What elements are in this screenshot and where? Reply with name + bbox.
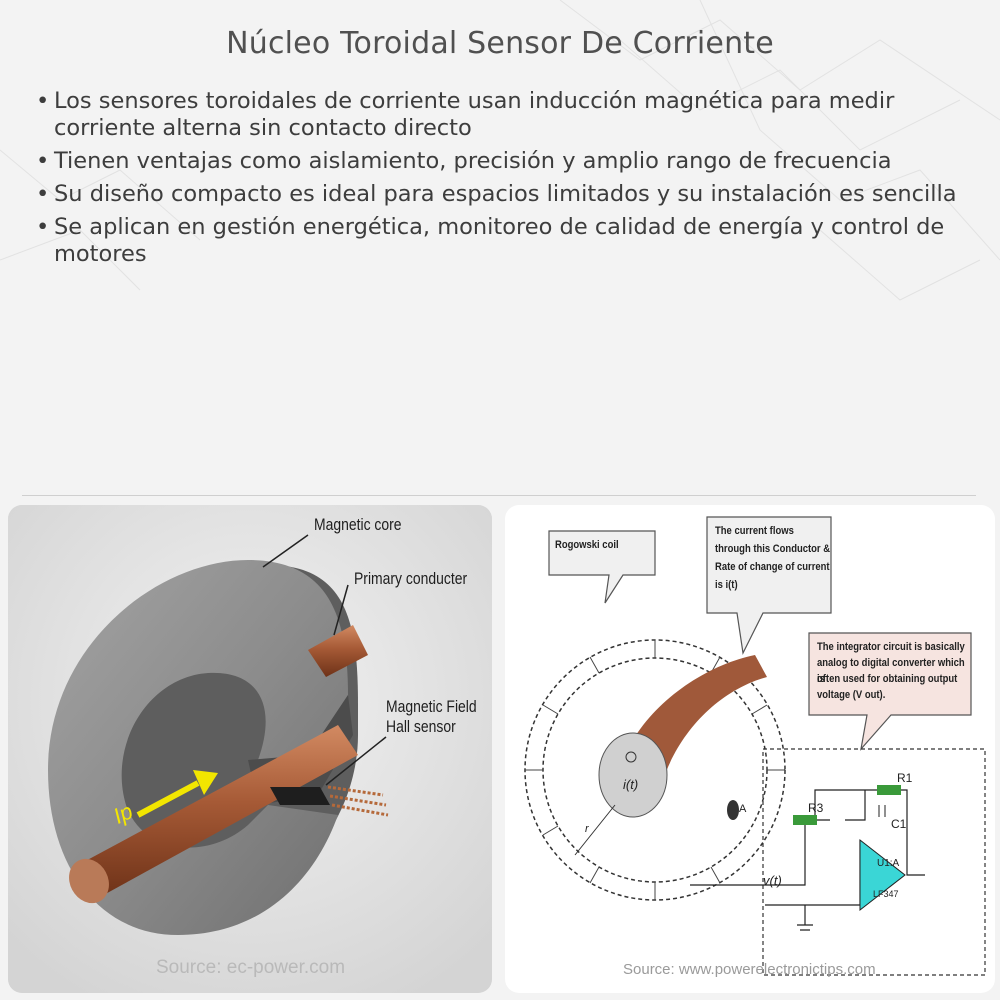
op-amp — [859, 838, 906, 912]
bullet-dot: • — [36, 181, 50, 207]
integrator-callout-line4: voltage (V out). — [817, 689, 886, 701]
it-label: i(t) — [623, 777, 639, 792]
current-callout-line1: The current flows — [715, 525, 794, 537]
r3-label: R3 — [808, 801, 824, 815]
bullet-dot: • — [36, 148, 50, 174]
section-divider — [22, 495, 976, 496]
source-left: Source: ec-power.com — [156, 957, 346, 978]
toroid-hall-sensor-figure: Magnetic core Primary conducter Magnetic… — [8, 505, 492, 993]
bullet-text: Se aplican en gestión energética, monito… — [54, 214, 945, 267]
bullet-text: Su diseño compacto es ideal para espacio… — [54, 181, 957, 207]
toroid-illustration — [8, 505, 492, 993]
bullet-text: Tienen ventajas como aislamiento, precis… — [54, 148, 892, 174]
r-label: r — [585, 823, 589, 835]
rogowski-callout — [548, 530, 656, 604]
integrator-callout-line2: analog to digital converter which is — [817, 657, 965, 685]
bullet-dot: • — [36, 88, 50, 114]
current-arrow — [136, 780, 200, 818]
bullet-item: •Se aplican en gestión energética, monit… — [30, 214, 960, 268]
integrator-callout-line1: The integrator circuit is basically — [817, 641, 965, 653]
current-callout-line2: through this Conductor & — [715, 543, 831, 555]
primary-conductor — [78, 725, 358, 897]
source-right: Source: www.powerelectronictips.com — [623, 961, 876, 978]
current-callout — [706, 516, 832, 655]
page-title: Núcleo Toroidal Sensor De Corriente — [226, 26, 774, 61]
a-label: A — [739, 803, 747, 815]
chip-label: LF347 — [873, 889, 899, 899]
r1-label: R1 — [897, 771, 913, 785]
background-texture — [0, 0, 1000, 301]
hall-sensor — [270, 787, 330, 805]
rogowski-illustration — [524, 516, 986, 976]
current-callout-line4: is i(t) — [715, 579, 738, 591]
integrator-callout — [808, 632, 972, 751]
magnetic-core-label: Magnetic core — [314, 515, 402, 534]
rogowski-coil-figure: Rogowski coil The current flows through … — [505, 505, 995, 993]
bullet-item: •Su diseño compacto es ideal para espaci… — [30, 181, 960, 208]
hall-sensor-label-line1: Magnetic Field — [386, 697, 477, 716]
bullet-text: Los sensores toroidales de corriente usa… — [54, 88, 895, 141]
vt-label: v(t) — [763, 873, 782, 888]
current-callout-line3: Rate of change of current — [715, 561, 830, 573]
u1a-label: U1:A — [877, 858, 900, 869]
bullet-dot: • — [36, 214, 50, 240]
primary-conductor-label: Primary conducter — [354, 569, 468, 588]
bullet-item: •Los sensores toroidales de corriente us… — [30, 88, 960, 142]
c1-label: C1 — [891, 817, 907, 831]
bullet-item: •Tienen ventajas como aislamiento, preci… — [30, 148, 960, 175]
bullet-list: •Los sensores toroidales de corriente us… — [30, 88, 960, 274]
hall-sensor-label-line2: Hall sensor — [386, 717, 456, 736]
integrator-callout-line3: often used for obtaining output — [817, 673, 958, 685]
rogowski-callout-text: Rogowski coil — [555, 539, 619, 551]
